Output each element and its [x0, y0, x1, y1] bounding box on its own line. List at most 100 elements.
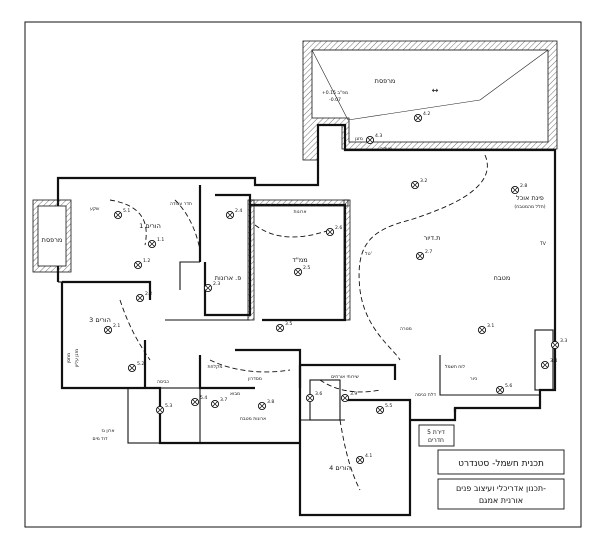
- fixture-code: 5.4: [200, 395, 207, 401]
- fixture-code: 5.3: [165, 403, 172, 409]
- fixture-symbol: 2.5: [293, 265, 310, 277]
- room-label-corridor: מסדרון: [248, 377, 262, 382]
- fixture-symbol: 3.4: [540, 358, 557, 370]
- fixture-code: 5.2: [137, 361, 144, 367]
- fixture-code: 3.4: [550, 358, 557, 364]
- room-label-balcony-left: מרפסת: [42, 236, 63, 244]
- level-mark: +0.15 מפ"ב: [322, 90, 348, 96]
- room-label-dining: פינת אוכל: [516, 194, 544, 202]
- room-label-shower: מקלחת: [207, 364, 222, 370]
- fixture-code: 1.2: [143, 258, 150, 264]
- fixture-code: 3.9: [350, 391, 357, 397]
- fixture-symbol: 3.1: [477, 323, 494, 335]
- annotation-cabinet: חדר עבודה: [170, 202, 192, 207]
- room-label-kitchen: מטבח: [494, 274, 511, 282]
- room-labels: הורים 1 הורים 3 הורים 4 פ. ארונות ממ"ד פ…: [67, 194, 546, 472]
- title-block: תכנית חשמל- סטנדרט תכנון אדריכלי ועיצוב …: [418, 424, 565, 510]
- annotation-outlet: שקע: [90, 207, 100, 212]
- title-box-designer: [437, 478, 565, 510]
- room-label-mamad: ממ"ד: [292, 256, 307, 264]
- fixture-code: 2.2: [145, 291, 152, 297]
- annotation-tv: TV: [539, 241, 547, 247]
- sheet-border: [24, 21, 582, 528]
- fixture-symbol: 2.4: [225, 208, 242, 220]
- room-label-living: ת.דיור: [424, 234, 441, 242]
- annotation-lamp: מנורה: [400, 327, 412, 332]
- fixture-symbol: 3.3: [550, 338, 567, 350]
- room-label-mamad-note: ארונות: [293, 210, 306, 215]
- title-box-plan: [437, 449, 565, 475]
- fixture-code: 2.3: [213, 281, 220, 287]
- annotation-ac: מזגן: [355, 137, 363, 142]
- fixture-code: 2.4: [235, 208, 242, 214]
- ceiling-dashed-lines: [109, 154, 488, 491]
- fixture-symbol: 2.1: [103, 323, 120, 335]
- designer-line2: אורנית אמגם: [479, 496, 523, 505]
- fixture-code: 5.5: [385, 403, 392, 409]
- fixture-code: 4.2: [423, 111, 430, 117]
- fixture-code: 3.3: [560, 338, 567, 344]
- fixture-symbol: 5.3: [155, 403, 172, 415]
- arrow-mark: ↔: [432, 86, 439, 95]
- interior-walls: [62, 185, 554, 444]
- fixture-code: 5.6: [505, 383, 512, 389]
- fixture-code: 5.1: [123, 208, 130, 214]
- room-label-balcony-top: מרפסת: [375, 77, 396, 85]
- fixture-code: 2.6: [335, 225, 342, 231]
- fixture-code: 3.6: [315, 391, 322, 397]
- fixture-symbol: 5.2: [127, 361, 144, 373]
- fixture-symbol: 4.2: [413, 111, 430, 123]
- title-box-apartment: [418, 424, 455, 447]
- fixture-symbol: 5.6: [495, 383, 512, 395]
- room-label-bedroom4: הורים 4: [329, 464, 351, 472]
- room-label-laundry: כביסה: [157, 380, 170, 385]
- fixture-code: 3.8: [267, 399, 274, 405]
- fixture-symbol: 2.2: [135, 291, 152, 303]
- fixture-symbol: 2.3: [203, 281, 220, 293]
- fixture-symbol: 3.9: [340, 391, 357, 403]
- fixture-symbol: 3.8: [257, 399, 274, 411]
- fixture-symbol: 1.2: [133, 258, 150, 270]
- fixture-symbol: 3.2: [410, 178, 427, 190]
- annotation-cabinet-2: מבוא: [230, 392, 240, 397]
- annotation-railing: מעקה: [380, 147, 392, 152]
- fixture-symbol: 3.6: [305, 391, 322, 403]
- fixture-symbol: 2.8: [510, 183, 527, 195]
- outer-walls: [56, 123, 557, 517]
- annotation-water-heater: דוד מים: [93, 437, 108, 442]
- fixture-code: 2.7: [425, 249, 432, 255]
- fixture-symbol: 3.7: [210, 397, 227, 409]
- room-label-dining-sub: (חלל מהמטבח): [514, 204, 545, 210]
- fixture-code: 1.1: [157, 237, 164, 243]
- room-label-service: שירותי אורחים: [331, 375, 359, 380]
- fixture-code: 2.8: [520, 183, 527, 189]
- fixture-symbol: 5.1: [113, 208, 130, 220]
- fixture-symbol: 4.1: [355, 453, 372, 465]
- balcony-left: מרפסת: [32, 199, 72, 273]
- level-mark-2: -0.07: [329, 97, 341, 103]
- apartment-line1: דירת 5: [427, 429, 445, 436]
- fixture-code: 4.1: [365, 453, 372, 459]
- annotations: דלת כניסה מעקה חדר עבודה מבוא TV טל' ארו…: [90, 137, 547, 442]
- fixture-code: 3.2: [420, 178, 427, 184]
- room-label-entrance-panel: לוח חשמל: [445, 364, 466, 370]
- plan-title: תכנית חשמל- סטנדרט: [458, 459, 544, 469]
- room-label-closets: פ. ארונות: [215, 274, 242, 282]
- annotation-sink: כיור: [470, 377, 478, 382]
- fixture-code: 3.7: [220, 397, 227, 403]
- room-label-bedroom3: הורים 3: [89, 316, 111, 324]
- fixture-code: 3.5: [285, 321, 292, 327]
- fixture-symbol: 3.5: [275, 321, 292, 333]
- fixtures-layer: 1.1 1.2 2.1 2.2 2.3 2.4 2.5 2.6 2.7 2.8 3.1 3.2 3.3 3…: [103, 111, 567, 465]
- apartment-line2: חדרים: [428, 437, 444, 444]
- annotation-door: דלת כניסה: [415, 392, 436, 398]
- fixture-symbol: 1.1: [147, 237, 164, 249]
- annotation-bottom: ארונות מטבח: [240, 417, 266, 422]
- fixture-code: 2.5: [303, 265, 310, 271]
- fixture-symbol: 2.7: [415, 249, 432, 261]
- fixture-code: 2.1: [113, 323, 120, 329]
- fixture-code: 4.3: [375, 133, 382, 139]
- annotation-tel: טל': [365, 251, 372, 257]
- balcony-top: מרפסת +0.15 מפ"ב -0.07 ↔: [302, 40, 558, 161]
